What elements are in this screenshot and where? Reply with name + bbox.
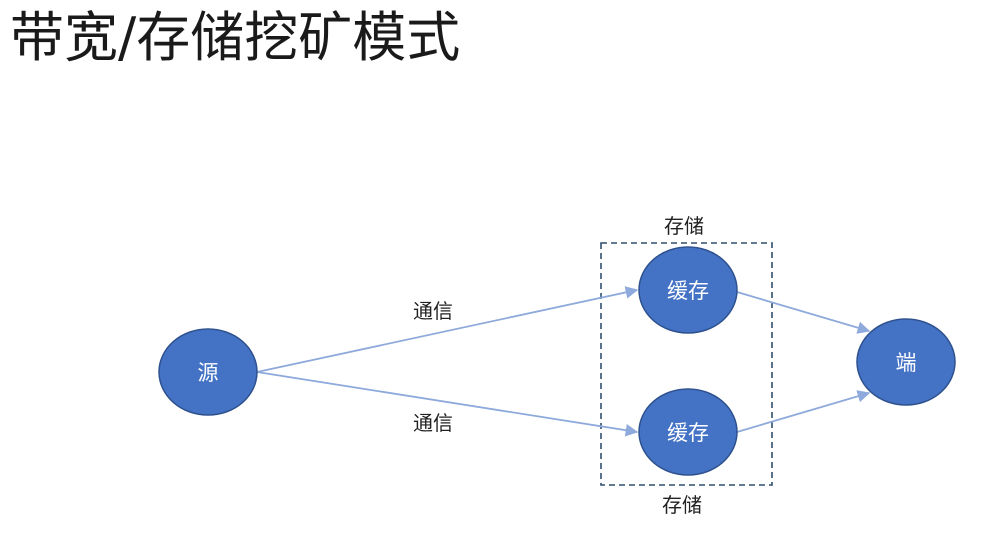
- page-title: 带宽/存储挖矿模式: [10, 6, 461, 69]
- edge-source-to-cache-bottom: [256, 371, 639, 437]
- edge-label-bottom: 通信: [413, 411, 453, 435]
- storage-group-box: [600, 242, 773, 486]
- node-end: 端: [856, 318, 956, 406]
- edge-source-to-cache-top: [256, 286, 639, 373]
- node-source-label: 源: [198, 361, 219, 385]
- node-end-label: 端: [896, 351, 917, 375]
- edge-label-top: 通信: [413, 299, 453, 323]
- node-cache-bottom-label: 缓存: [667, 421, 709, 445]
- edge-cache-top-to-end: [736, 291, 871, 334]
- node-source: 源: [158, 328, 258, 416]
- storage-label-bottom: 存储: [662, 493, 702, 517]
- node-cache-top: 缓存: [638, 246, 738, 334]
- node-cache-top-label: 缓存: [667, 279, 709, 303]
- storage-label-top: 存储: [664, 214, 704, 238]
- node-cache-bottom: 缓存: [638, 388, 738, 476]
- edge-cache-bottom-to-end: [736, 390, 871, 433]
